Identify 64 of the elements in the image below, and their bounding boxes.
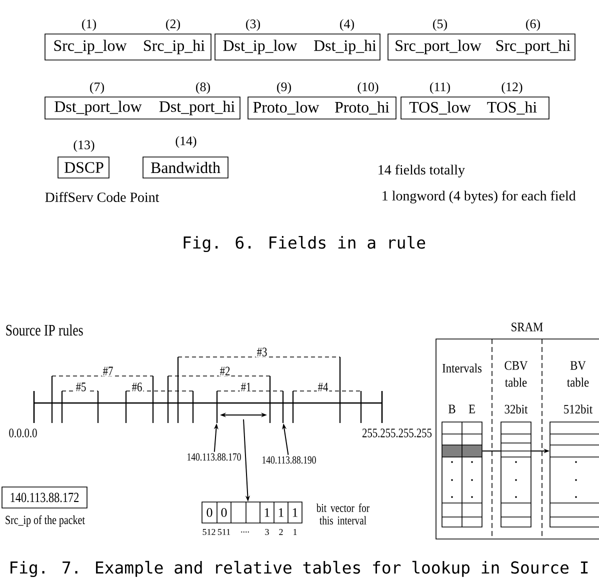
node-label: B <box>448 404 456 414</box>
node-label: #7 <box>103 366 113 376</box>
field-number: (2) <box>166 19 180 31</box>
axis-label: 255.255.255.255 <box>362 428 432 438</box>
node-label: 32bit <box>504 404 528 414</box>
ellipsis: .... <box>241 531 249 533</box>
field-number: (8) <box>196 82 210 94</box>
field-box: Proto_low Proto_hi <box>248 96 396 120</box>
bit-index: 512 <box>202 528 216 535</box>
field-box: Dst_ip_low Dst_ip_hi <box>214 34 380 60</box>
bit-index: 2 <box>279 529 283 535</box>
axis-label: 0.0.0.0 <box>9 428 37 438</box>
field-box: TOS_low TOS_hi <box>400 96 550 120</box>
rule-bracket: #1 <box>216 382 284 423</box>
node-label: BV table <box>567 361 589 387</box>
note: 14 fields totally <box>378 164 465 178</box>
bit-index: 3 <box>265 528 269 535</box>
field-number: (7) <box>90 82 104 94</box>
note: Src_ip of the packet <box>6 515 85 527</box>
field-number: (1) <box>82 19 96 31</box>
field-number: (5) <box>433 19 447 31</box>
field-number: (13) <box>74 140 94 152</box>
field-box: Bandwidth <box>142 156 228 178</box>
field-number: (6) <box>526 19 540 31</box>
node-label: Intervals <box>442 363 482 373</box>
field-number: (11) <box>430 82 450 94</box>
rule-bracket: #5 <box>61 382 99 423</box>
field-number: (12) <box>502 82 522 94</box>
node-label: 512bit <box>564 404 592 414</box>
rule-bracket: #4 <box>292 382 362 423</box>
node-label: #6 <box>132 382 142 392</box>
field-box: Dst_port_low Dst_port_hi <box>44 96 240 120</box>
note: bit vector for this interval <box>316 504 370 524</box>
table: BV table 512bit <box>550 361 599 528</box>
figure-caption: Fig. 6. Fields in a rule <box>184 236 426 252</box>
node-label: CBV table <box>504 361 528 387</box>
bit-index: 1 <box>294 529 297 535</box>
connector-line <box>482 450 502 452</box>
node-label: E <box>468 404 475 414</box>
ip-label: 140.113.88.170 <box>188 453 241 461</box>
field-box: Src_ip_low Src_ip_hi <box>44 34 212 60</box>
field-box: DSCP <box>58 156 110 178</box>
field-number: (3) <box>246 19 260 31</box>
heading: Source IP rules <box>6 324 83 336</box>
ip-label: 140.113.88.190 <box>262 456 316 464</box>
field-number: (10) <box>358 82 378 94</box>
node-label: #4 <box>318 382 328 392</box>
ip-box: 140.113.88.172 <box>2 486 88 508</box>
bit-index: 511 <box>218 528 230 535</box>
node-label: #5 <box>76 382 86 392</box>
node-label: #3 <box>257 348 267 356</box>
field-number: (14) <box>176 136 196 148</box>
field-number: (4) <box>340 19 354 31</box>
node-label: #2 <box>220 366 230 376</box>
note: DiffServ Code Point <box>45 192 160 202</box>
bit-vector: 0 0 1 1 1 <box>202 502 302 524</box>
field-number: (9) <box>277 82 291 94</box>
node-label: #1 <box>241 382 251 392</box>
field-box: Src_port_low Src_port_hi <box>388 34 576 60</box>
figure-caption: Fig. 7. Example and relative tables for lookup in Source I <box>10 560 588 578</box>
table: CBV table 32bit <box>500 361 532 528</box>
rule-bracket: #6 <box>125 382 194 423</box>
note: 1 longword (4 bytes) for each field <box>382 190 576 204</box>
table: Intervals B E <box>442 363 482 528</box>
